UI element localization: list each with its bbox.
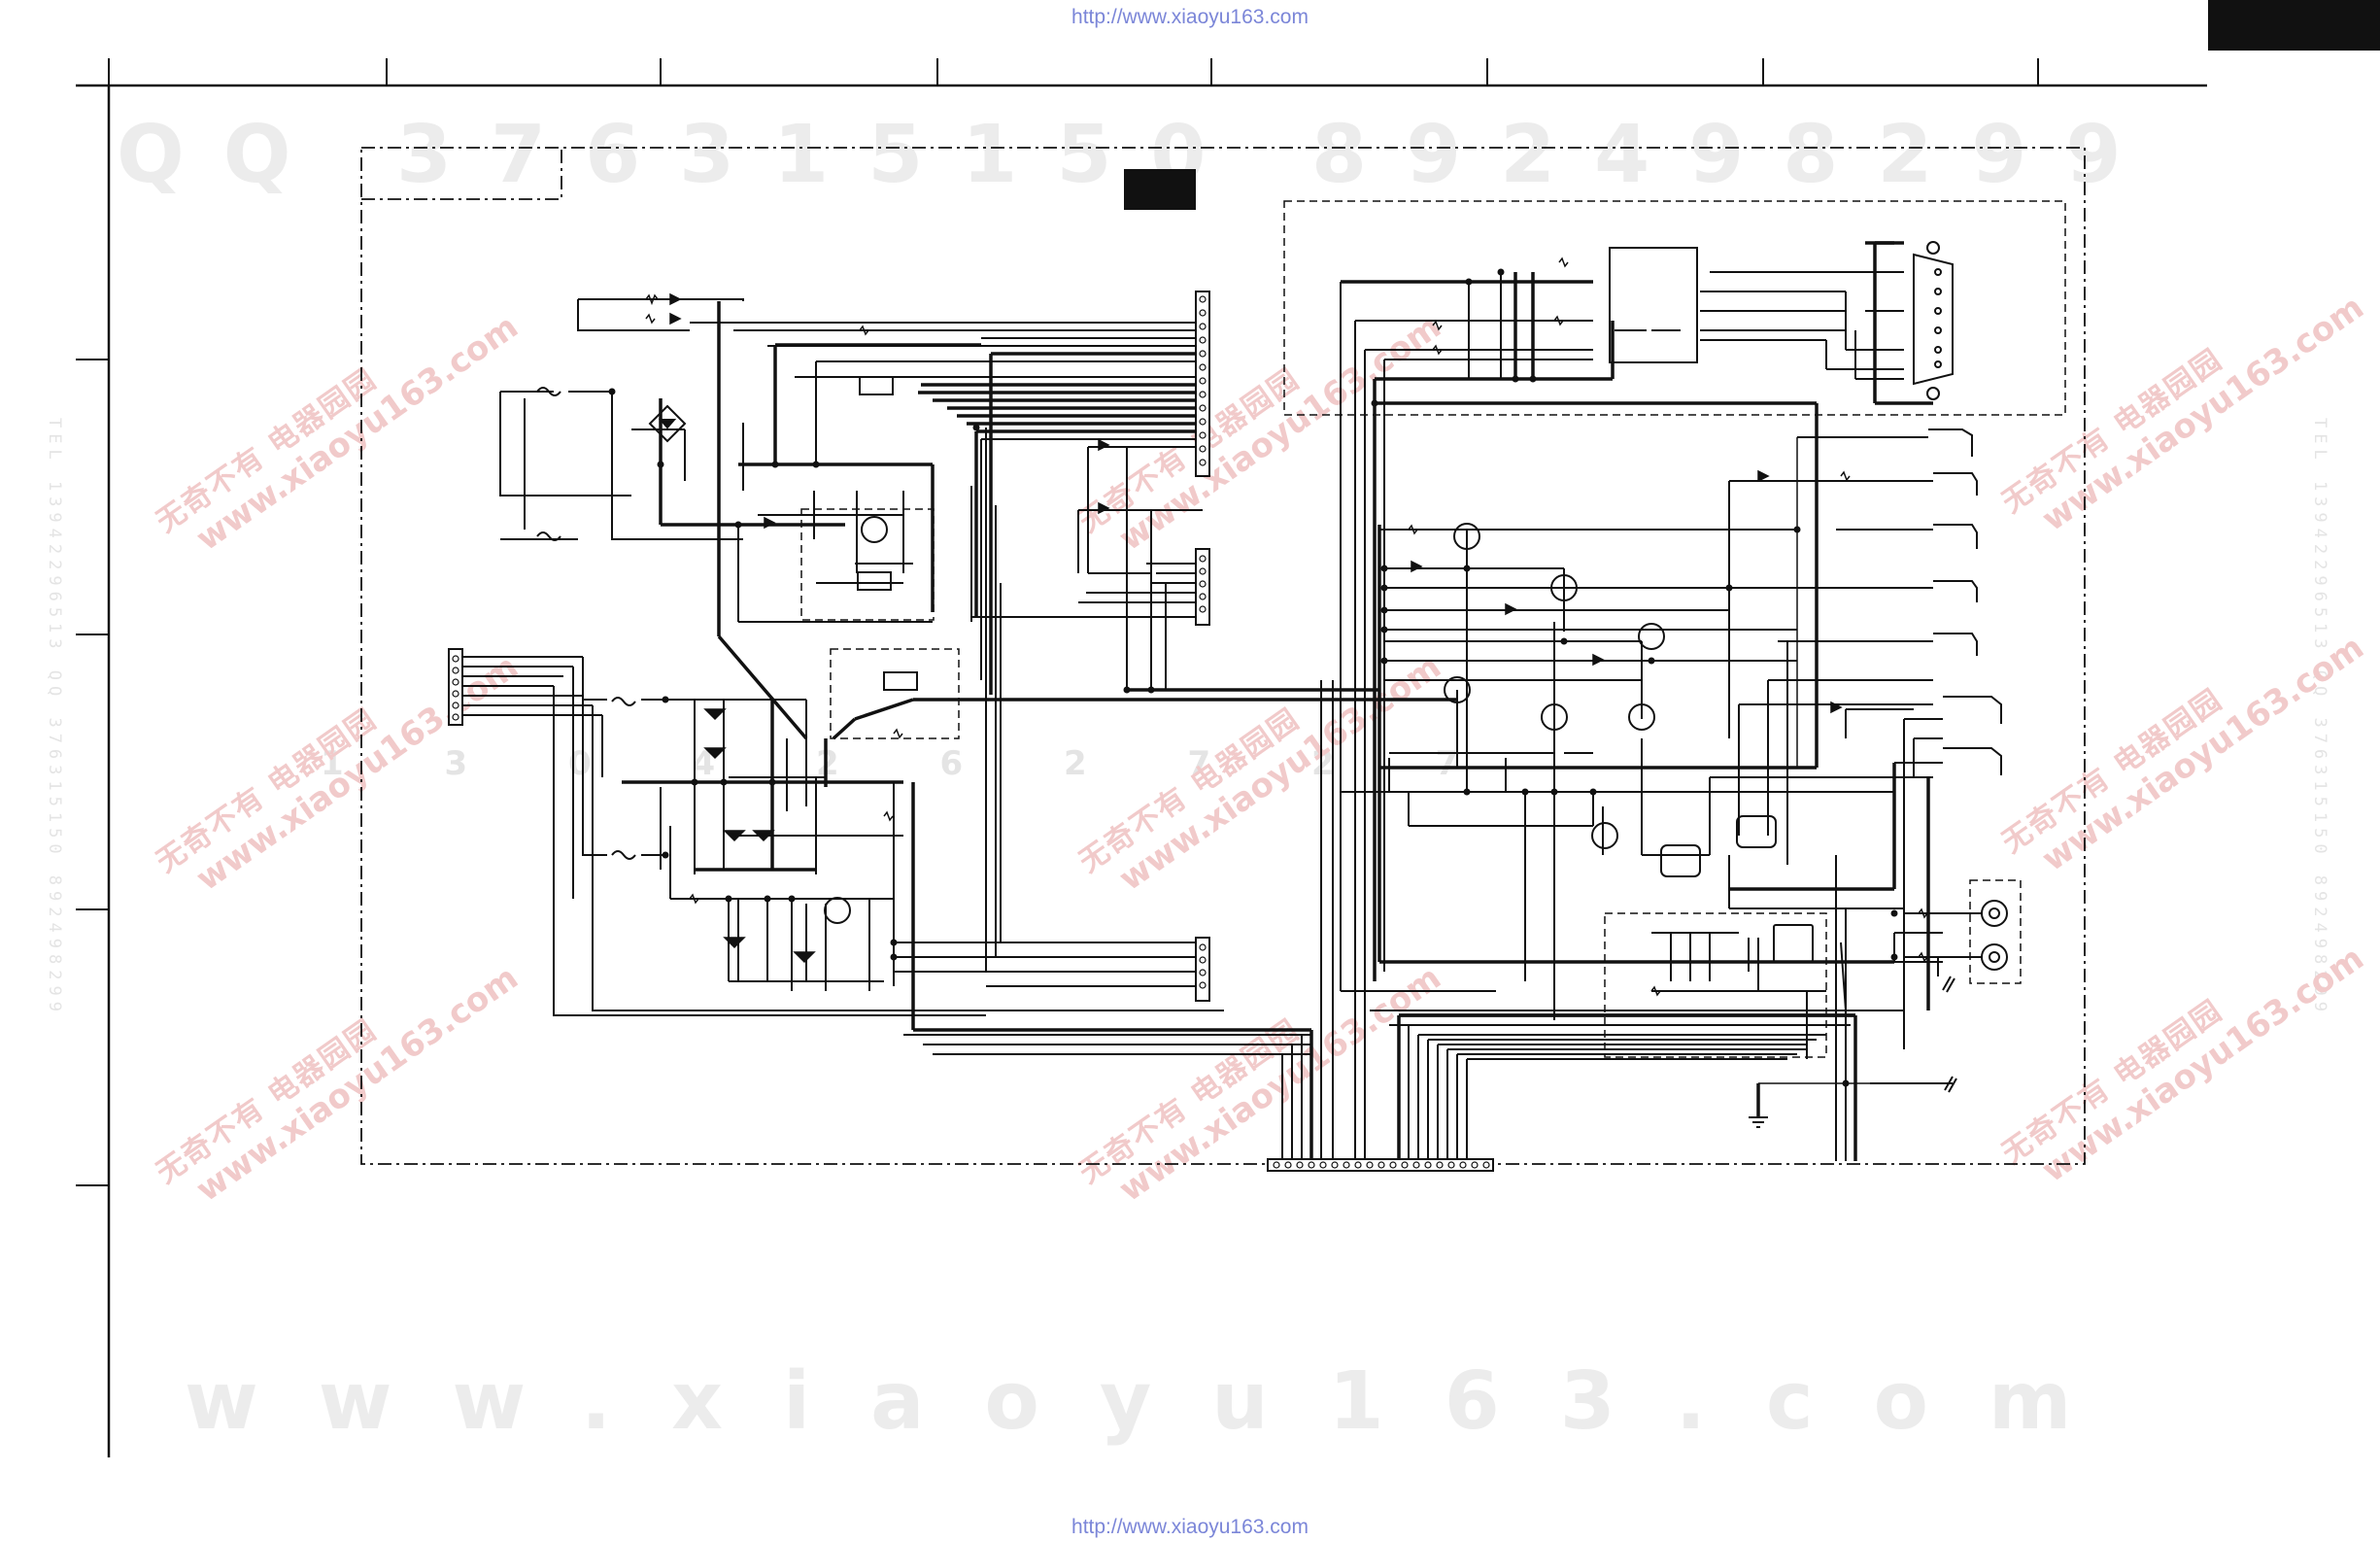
transistor-icon bbox=[824, 516, 1665, 924]
power-supply-section bbox=[499, 298, 1203, 740]
junction-dots bbox=[608, 268, 1898, 1087]
frame-border bbox=[76, 58, 2207, 1457]
dsub-connector-icon bbox=[1913, 241, 1954, 400]
optocoupler-icon bbox=[1660, 815, 1814, 963]
fuse-icon bbox=[536, 387, 636, 860]
footer-url[interactable]: http://www.xiaoyu163.com bbox=[1071, 1516, 1309, 1538]
watermark-side-left: TEL 13942296513 QQ 376315150 892498299 bbox=[45, 418, 64, 1017]
jack-icon bbox=[1981, 900, 2008, 971]
connector-pins bbox=[452, 295, 1207, 989]
ic-chip-icon bbox=[1609, 247, 1698, 363]
page-tab-block bbox=[2208, 0, 2380, 51]
bottom-connector-pins bbox=[1273, 1161, 1490, 1169]
watermark-side-right: TEL 13942296513 QQ 376315150 892498299 bbox=[2310, 418, 2329, 1017]
sub-board-outline bbox=[800, 200, 2066, 1058]
board-outline bbox=[360, 147, 2086, 1165]
resistor-icon bbox=[857, 376, 918, 691]
board-label-tag bbox=[1124, 169, 1196, 210]
diode-icon bbox=[669, 292, 1843, 964]
bridge-rectifier-icon bbox=[648, 404, 687, 443]
header-url[interactable]: http://www.xiaoyu163.com bbox=[1071, 6, 1309, 28]
resistor-icon bbox=[645, 257, 1928, 997]
output-jacks bbox=[1729, 436, 1933, 642]
jack-icon bbox=[1928, 428, 2002, 775]
driver-section bbox=[1341, 403, 1982, 1161]
rectifier-section bbox=[457, 428, 1457, 1055]
ground-icon bbox=[1749, 976, 1957, 1128]
